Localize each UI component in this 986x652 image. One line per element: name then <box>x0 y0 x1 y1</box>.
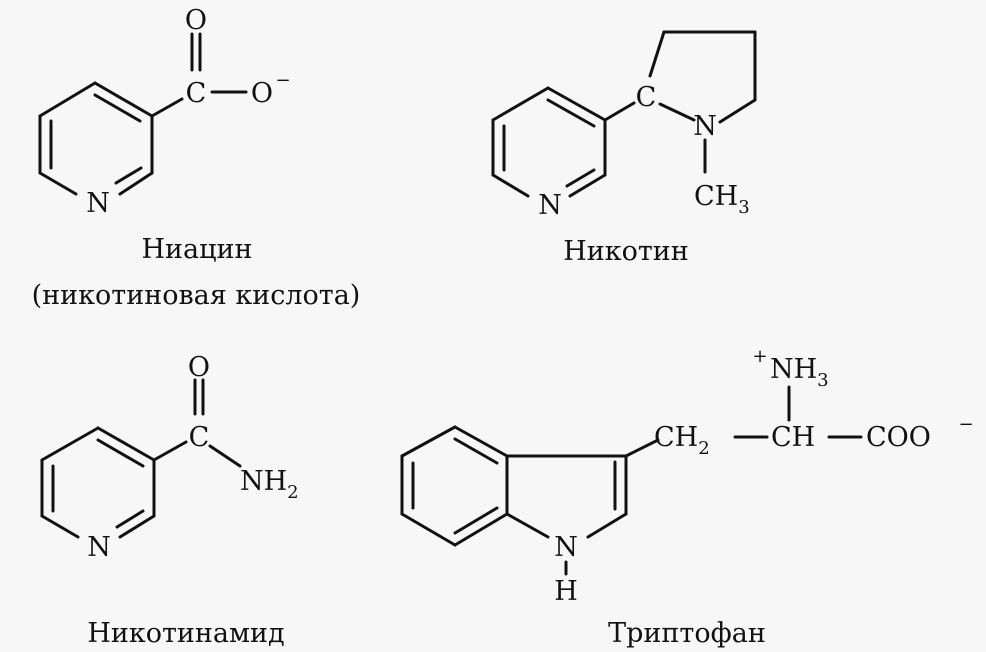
nicotinamide-amide-group: NH2 <box>240 466 299 503</box>
bond-line <box>505 512 550 539</box>
bond-line <box>718 98 757 124</box>
bond-line <box>546 98 596 128</box>
tryptophan-amino-group: NH3 <box>770 354 829 391</box>
niacin-minus-charge: − <box>275 70 290 91</box>
nicotine-caption: Никотин <box>563 236 689 267</box>
nicotinamide-ring-nitrogen: N <box>87 532 111 563</box>
bond-line <box>38 81 97 118</box>
bond-line <box>208 444 242 468</box>
bond-line <box>118 171 154 196</box>
tryptophan-ch2: CH <box>654 422 698 453</box>
bond-line <box>658 102 696 122</box>
nicotinamide-structure: N C O NH2 Никотинамид <box>40 352 299 649</box>
nicotinamide-pyridine-ring <box>40 426 156 539</box>
nicotine-ring-carbon: C <box>636 82 657 113</box>
tryptophan-ch2-group: CH2 <box>654 422 710 459</box>
tryptophan-pyrrole-ring <box>505 454 628 539</box>
bond-line <box>491 86 550 122</box>
tryptophan-carboxylate: COO <box>866 422 931 453</box>
tryptophan-plus-charge: + <box>752 346 767 367</box>
nicotine-methyl-subscript: 3 <box>738 197 749 218</box>
bond-line <box>400 512 457 547</box>
niacin-ring-to-carbon-bond <box>150 97 184 118</box>
nicotine-methyl-ch: CH <box>694 181 738 212</box>
tryptophan-nh3: NH <box>770 354 817 385</box>
nicotine-pyrrolidine-nitrogen: N <box>693 111 717 142</box>
bond-line <box>93 81 154 118</box>
bond-line <box>118 514 156 539</box>
bond-line <box>453 506 499 535</box>
nicotinamide-carbonyl-carbon: C <box>189 422 210 453</box>
bond-line <box>453 425 509 458</box>
tryptophan-nh3-subscript: 3 <box>817 370 828 391</box>
bond-line <box>565 168 596 188</box>
bond-line <box>491 173 530 198</box>
niacin-carboxyl-carbon: C <box>186 78 207 109</box>
niacin-alt-caption: (никотиновая кислота) <box>32 280 361 311</box>
niacin-structure: N C O O − Ниацин (никотиновая кислота) <box>32 5 361 311</box>
tryptophan-alpha-ch: CH <box>771 422 815 453</box>
tryptophan-benzene-ring <box>400 425 509 547</box>
bond-line <box>603 101 636 122</box>
tryptophan-caption: Триптофан <box>608 618 766 649</box>
bond-line <box>586 512 628 539</box>
nicotinamide-nh: NH <box>240 466 287 497</box>
niacin-pyridine-ring <box>38 81 154 196</box>
bond-line <box>93 93 142 123</box>
tryptophan-ring-hydrogen: H <box>554 576 578 607</box>
bond-line <box>38 171 78 196</box>
bond-line <box>453 437 499 465</box>
bond-line <box>400 425 457 458</box>
bond-line <box>96 426 156 462</box>
bond-line <box>40 426 100 462</box>
bond-line <box>568 173 607 198</box>
niacin-caption: Ниацин <box>142 234 253 265</box>
niacin-carbonyl-oxygen: O <box>185 5 207 36</box>
nicotinamide-carbonyl-oxygen: O <box>188 352 210 383</box>
nicotinamide-nh-subscript: 2 <box>287 482 298 503</box>
bond-line <box>96 438 145 468</box>
nicotine-ring-nitrogen: N <box>538 190 562 221</box>
nicotine-pyrrolidine-ring <box>648 30 757 124</box>
tryptophan-minus-charge: − <box>958 414 973 435</box>
nicotine-methyl-group: CH3 <box>694 181 750 218</box>
bond-line <box>546 86 607 122</box>
tryptophan-ring-nitrogen: N <box>554 532 578 563</box>
bond-line <box>114 166 143 185</box>
nicotine-structure: N C N CH3 Никотин <box>491 30 757 267</box>
nicotine-pyridine-ring <box>491 86 607 198</box>
bond-line <box>152 440 188 462</box>
bond-line <box>115 509 145 529</box>
bond-line <box>648 30 666 78</box>
tryptophan-ch2-subscript: 2 <box>698 438 709 459</box>
niacin-ring-nitrogen: N <box>86 188 110 219</box>
bond-line <box>624 438 660 458</box>
tryptophan-structure: N H CH2 CH + NH3 COO − Триптофан <box>400 346 974 649</box>
nicotinamide-caption: Никотинамид <box>87 618 284 649</box>
bond-line <box>453 512 509 547</box>
bond-line <box>40 514 80 539</box>
niacin-anion-oxygen: O <box>251 78 273 109</box>
